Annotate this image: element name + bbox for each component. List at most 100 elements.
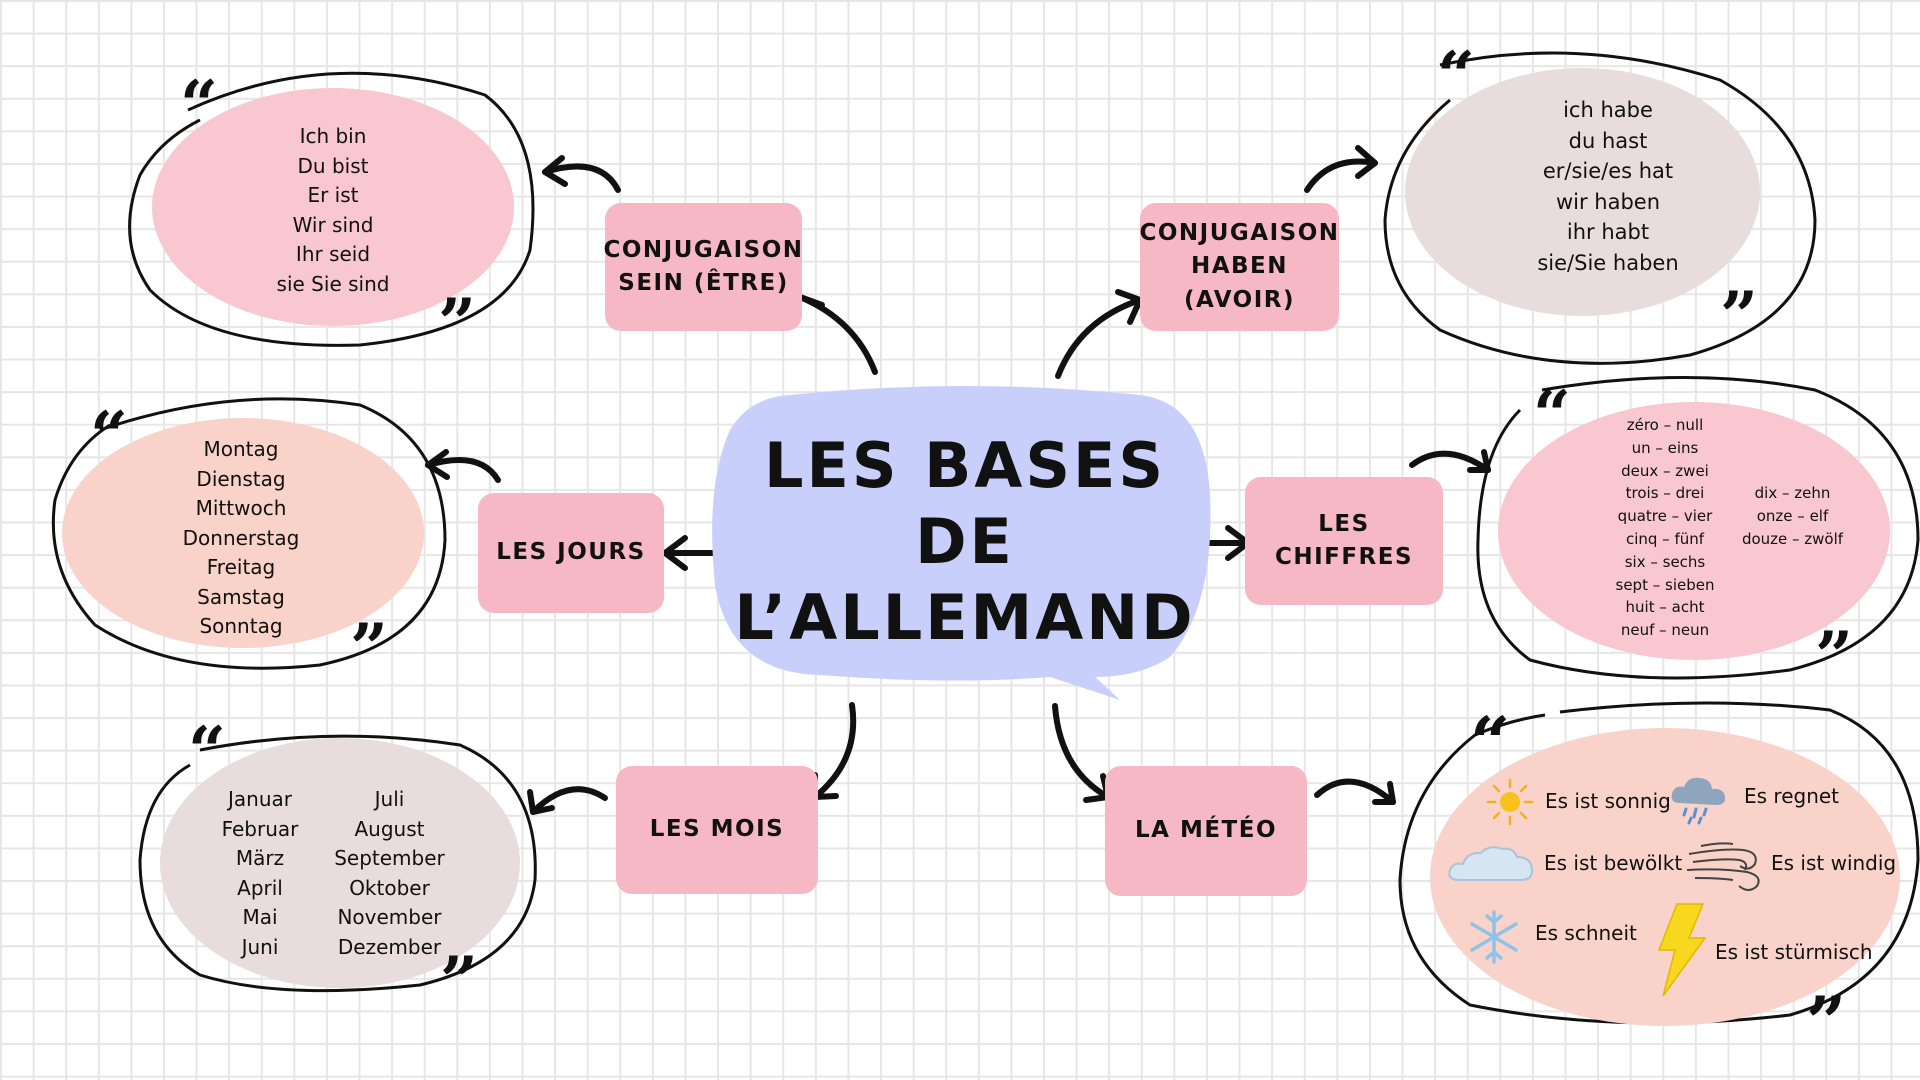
list-item: Er ist (307, 183, 359, 207)
list-item: Oktober (349, 875, 430, 900)
list-jours: Montag Dienstag Mittwoch Donnerstag Frei… (141, 435, 341, 642)
arrow-meteo-to-blob (1314, 778, 1396, 805)
list-item: Samstag (197, 584, 285, 609)
open-quote-mois: “ (188, 712, 226, 790)
outline-chiffres (1476, 376, 1920, 680)
arrow-center-to-mois (812, 702, 857, 800)
close-quote-chiffres: ” (1815, 617, 1853, 695)
list-item: zéro – null (1626, 416, 1704, 434)
list-sein: Ich bin Du bist Er ist Wir sind Ihr seid… (233, 122, 433, 299)
weather-label: Es ist stürmisch (1715, 940, 1873, 964)
list-mois-right: Juli August September Oktober November D… (318, 785, 461, 962)
list-item: November (337, 905, 442, 929)
outline-jours (51, 397, 447, 670)
list-item: huit – acht (1625, 598, 1705, 617)
arrow-jours-to-blob (425, 457, 501, 483)
list-item: Montag (203, 437, 279, 461)
arrow-haben-to-blob (1304, 158, 1378, 193)
open-quote-sein: “ (180, 66, 218, 144)
open-quote-haben: “ (1437, 37, 1475, 115)
outline-meteo (1398, 701, 1920, 1025)
list-item: Mai (242, 905, 278, 929)
topic-box-mois: LES MOIS (616, 766, 818, 894)
weather-label: Es schneit (1535, 921, 1637, 945)
outline-mois (138, 734, 537, 993)
weather-label: Es ist bewölkt (1544, 851, 1683, 875)
list-item: März (235, 846, 285, 870)
topic-box-chiffres: LES CHIFFRES (1245, 477, 1443, 605)
center-title: LES BASES DE L’ALLEMAND (734, 429, 1196, 654)
center-bubble (712, 386, 1211, 700)
arrow-center-to-sein (797, 294, 878, 375)
weather-label: Es regnet (1744, 784, 1840, 808)
arrow-center-to-haben (1055, 297, 1143, 379)
list-mois-left: Januar Februar März April Mai Juni (200, 785, 320, 962)
list-item: Ihr seid (295, 242, 371, 266)
list-item: six – sechs (1624, 552, 1706, 571)
list-item: Juni (241, 934, 279, 959)
close-quote-haben: ” (1720, 277, 1758, 355)
list-item: Juli (374, 787, 405, 811)
list-item: quatre – vier (1617, 507, 1713, 526)
list-item: neuf – neun (1620, 621, 1710, 640)
sun-icon (1486, 778, 1534, 826)
list-item: onze – elf (1756, 506, 1829, 525)
list-item: August (354, 816, 425, 841)
list-item: er/sie/es hat (1542, 159, 1674, 183)
arrow-mois-to-blob (530, 786, 608, 815)
list-item: Donnerstag (182, 525, 300, 550)
open-quote-chiffres: “ (1533, 376, 1571, 454)
list-item: ich habe (1563, 98, 1653, 122)
list-item: Du bist (297, 153, 369, 178)
list-item: Freitag (206, 555, 276, 579)
arrow-sein-to-blob (542, 163, 621, 193)
list-item: ihr habt (1566, 220, 1650, 244)
blob-haben (1405, 68, 1760, 316)
list-item: Wir sind (292, 212, 374, 237)
cloud-icon (1448, 846, 1534, 881)
list-chiffres-left: zéro – null un – eins deux – zwei trois … (1590, 414, 1740, 642)
list-haben: ich habe du hast er/sie/es hat wir haben… (1488, 95, 1728, 278)
arrow-center-to-meteo (1052, 703, 1111, 800)
lightning-icon (1657, 903, 1707, 997)
list-item: Januar (228, 787, 292, 811)
blob-sein (152, 88, 514, 326)
rain-cloud-icon (1671, 777, 1726, 825)
list-item: Dezember (337, 934, 442, 959)
list-item: Sonntag (199, 614, 283, 638)
list-item: sept – sieben (1615, 575, 1715, 594)
close-quote-mois: ” (440, 942, 478, 1020)
list-item: douze – zwölf (1741, 529, 1844, 548)
wind-icon (1686, 842, 1760, 891)
snowflake-icon (1470, 910, 1518, 964)
close-quote-meteo: ” (1806, 981, 1847, 1064)
list-item: du hast (1568, 128, 1648, 153)
blob-jours (62, 418, 424, 648)
list-item: Mittwoch (195, 496, 287, 520)
blob-mois (160, 738, 520, 988)
list-item: September (334, 846, 445, 870)
close-quote-sein: ” (438, 284, 476, 362)
list-item: dix – zehn (1754, 484, 1831, 502)
weather-label: Es ist windig (1771, 851, 1897, 875)
list-item: Ich bin (299, 124, 367, 148)
list-item: Februar (221, 816, 299, 841)
arrow-chiffres-to-blob (1409, 450, 1491, 473)
list-item: wir haben (1555, 189, 1661, 214)
list-item: sie Sie sind (276, 271, 390, 296)
list-item: Dienstag (196, 466, 286, 491)
list-item: cinq – fünf (1625, 529, 1705, 548)
topic-box-jours: LES JOURS (478, 493, 664, 613)
list-item: trois – drei (1625, 484, 1705, 503)
open-quote-jours: “ (90, 397, 128, 475)
list-chiffres-right: dix – zehn onze – elf douze – zwölf (1730, 482, 1855, 550)
list-item: April (237, 875, 283, 900)
blob-chiffres (1498, 402, 1890, 660)
list-item: deux – zwei (1621, 461, 1709, 480)
weather-label: Es ist sonnig (1545, 789, 1671, 813)
list-item: un – eins (1631, 438, 1699, 457)
outline-haben (1383, 51, 1817, 365)
